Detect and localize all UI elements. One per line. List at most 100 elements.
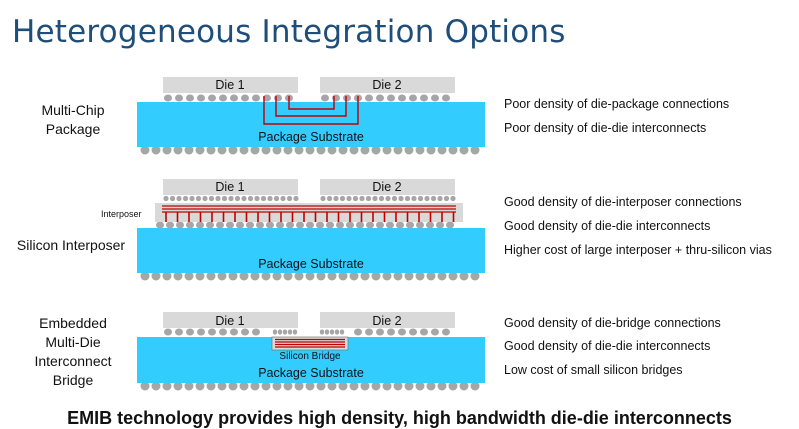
die-2-label: Die 2 (372, 180, 401, 194)
solder-bump (267, 195, 273, 202)
bridge-label: Silicon Bridge (279, 351, 341, 362)
solder-bump (360, 145, 370, 155)
solder-bump (338, 145, 348, 155)
solder-bump (385, 195, 391, 202)
row-label-line: Package (45, 121, 101, 137)
solder-bump (431, 94, 439, 102)
note-mcp-1: Poor density of die-package connections (504, 97, 730, 111)
solder-bump (261, 145, 271, 155)
bottom-bumps (140, 271, 480, 281)
solder-bump (360, 271, 370, 281)
note-emib-1: Good density of die-bridge connections (504, 316, 721, 330)
footer-caption: EMIB technology provides high density, h… (67, 408, 732, 428)
solder-bump (349, 381, 359, 391)
solder-bump (470, 381, 480, 391)
solder-bump (436, 221, 444, 229)
solder-bump (327, 145, 337, 155)
bottom-bumps (140, 381, 480, 391)
solder-bump (334, 329, 340, 335)
solder-bump (354, 328, 362, 336)
solder-bump (387, 94, 395, 102)
solder-bump (208, 328, 216, 336)
solder-bump (217, 381, 227, 391)
solder-bump (443, 195, 450, 202)
solder-bump (333, 195, 339, 202)
substrate-label: Package Substrate (258, 130, 364, 144)
solder-bump (261, 381, 271, 391)
die1-bumps (163, 195, 299, 202)
solder-bump (391, 195, 398, 202)
solder-bump (437, 195, 443, 202)
note-emib-2: Good density of die-die interconnects (504, 339, 711, 353)
solder-bump (175, 328, 183, 336)
solder-bump (426, 145, 436, 155)
solder-bump (359, 195, 365, 202)
solder-bump (221, 195, 228, 202)
solder-bump (276, 221, 284, 229)
solder-bump (280, 195, 286, 202)
solder-bump (320, 195, 326, 202)
mcp-diagram: Die 1 Die 2 Package Substrate (137, 77, 485, 155)
solder-bump (305, 381, 315, 391)
solder-bump (195, 145, 205, 155)
solder-bump (409, 328, 417, 336)
solder-bump (236, 221, 244, 229)
solder-bump (366, 221, 374, 229)
die-1-label: Die 1 (215, 78, 244, 92)
solder-bump (151, 381, 161, 391)
solder-bump (286, 195, 293, 202)
solder-bump (409, 94, 417, 102)
solder-bump (151, 271, 161, 281)
row-label-line: Embedded (39, 315, 107, 331)
solder-bump (396, 221, 404, 229)
note-mcp-2: Poor density of die-die interconnects (504, 121, 707, 135)
solder-bump (184, 145, 194, 155)
solder-bump (365, 94, 373, 102)
solder-bump (294, 145, 304, 155)
solder-bump (316, 271, 326, 281)
note-si-2: Good density of die-die interconnects (504, 219, 711, 233)
solder-bump (261, 271, 271, 281)
solder-bump (305, 145, 315, 155)
solder-bump (202, 195, 208, 202)
die2-bumps (320, 195, 456, 202)
row-label-line: Multi-Chip (41, 102, 105, 118)
solder-bump (336, 221, 344, 229)
solder-bump (294, 381, 304, 391)
solder-bump (420, 94, 428, 102)
solder-bump (424, 195, 430, 202)
solder-bump (376, 221, 384, 229)
die1-bumps (164, 94, 293, 102)
solder-bump (437, 145, 447, 155)
solder-bump (228, 145, 238, 155)
solder-bump (173, 145, 183, 155)
solder-bump (470, 271, 480, 281)
solder-bump (294, 271, 304, 281)
solder-bump (327, 271, 337, 281)
solder-bump (215, 195, 221, 202)
solder-bump (378, 195, 385, 202)
solder-bump (393, 145, 403, 155)
row-label-line: Interconnect (34, 353, 112, 369)
solder-bump (338, 381, 348, 391)
solder-bump (426, 381, 436, 391)
solder-bump (206, 381, 216, 391)
solder-bump (151, 145, 161, 155)
solder-bump (206, 221, 214, 229)
die-1 (163, 179, 298, 195)
row-label-line: Bridge (52, 372, 94, 388)
solder-bump (195, 381, 205, 391)
solder-bump (415, 145, 425, 155)
solder-bump (266, 221, 274, 229)
die-1-label: Die 1 (215, 180, 244, 194)
note-si-3: Higher cost of large interposer + thru-s… (504, 243, 772, 257)
solder-bump (283, 271, 293, 281)
solder-bump (186, 221, 194, 229)
solder-bump (450, 195, 456, 202)
solder-bump (208, 195, 215, 202)
solder-bump (241, 328, 249, 336)
solder-bump (256, 221, 264, 229)
solder-bump (365, 195, 372, 202)
die2-bumps (321, 94, 450, 102)
